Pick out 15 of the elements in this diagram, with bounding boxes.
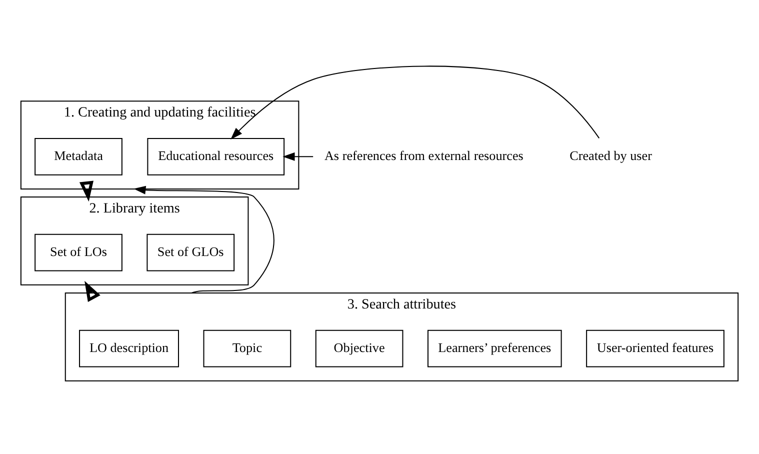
node-box: Learners’ preferences	[427, 329, 562, 367]
node-box: Set of LOs	[34, 233, 122, 271]
node-box: Topic	[203, 329, 292, 367]
arrow	[230, 65, 600, 139]
node-text: As references from external resources	[324, 148, 524, 163]
arrow	[282, 152, 314, 160]
node-box: User-oriented features	[586, 329, 724, 367]
arrow	[134, 185, 274, 293]
arrow	[79, 180, 94, 202]
node-text: Created by user	[570, 148, 652, 163]
node-box: Set of GLOs	[146, 233, 235, 271]
node-box: Objective	[315, 329, 404, 367]
node-box: LO description	[79, 329, 179, 367]
node-box: Metadata	[34, 137, 122, 175]
node-box: Educational resources	[147, 137, 285, 175]
